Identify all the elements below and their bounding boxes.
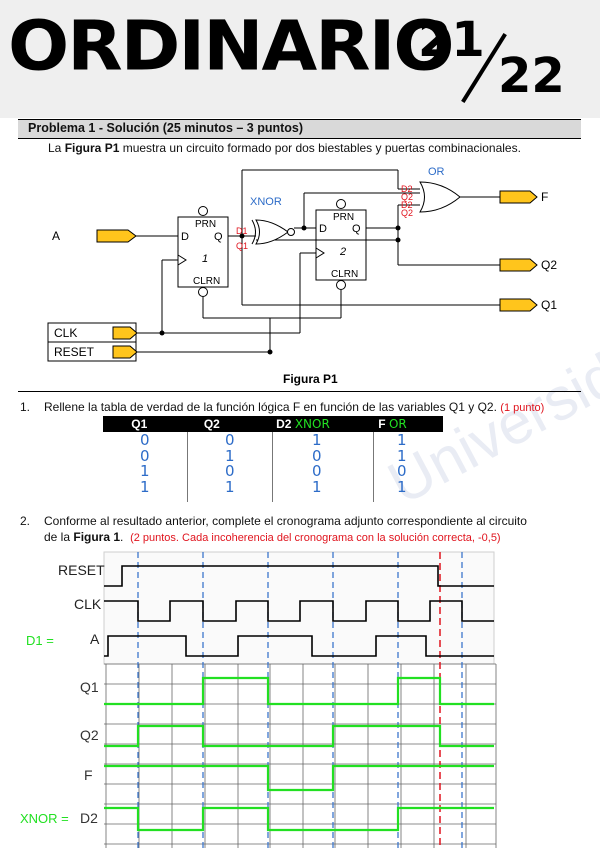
ff2-clrn: CLRN bbox=[331, 269, 358, 280]
printed-signals-panel bbox=[103, 551, 495, 665]
note-q2-top: Q2 bbox=[401, 192, 413, 202]
output-f-tag bbox=[499, 190, 538, 204]
f-wave bbox=[104, 764, 494, 792]
label-q2-signal: Q2 bbox=[80, 727, 99, 743]
tt-divider bbox=[373, 432, 374, 502]
input-a-tag bbox=[96, 229, 137, 243]
figure-caption: Figura P1 bbox=[283, 372, 338, 386]
question-1-text: Rellene la tabla de verdad de la función… bbox=[44, 400, 545, 414]
note-d2-top: D2 bbox=[401, 184, 413, 194]
year-bottom: 22 bbox=[498, 48, 565, 104]
note-or: OR bbox=[428, 166, 445, 178]
chronogram: RESET CLK A D1 = XNOR = Q1 Q2 F D2 bbox=[20, 551, 497, 848]
tt-divider bbox=[187, 432, 188, 502]
label-d2-prefix: XNOR = bbox=[20, 811, 69, 826]
reset-wave bbox=[104, 565, 494, 587]
note-d1: D1 bbox=[236, 226, 248, 236]
year-top: 21 bbox=[418, 12, 485, 68]
note-xnor: XNOR bbox=[250, 196, 282, 208]
label-q2: Q2 bbox=[541, 258, 557, 272]
ff2-d: D bbox=[319, 223, 327, 235]
tt-header-q2: Q2 bbox=[175, 416, 249, 432]
circuit-figure: A CLK RESET PRN D Q CLRN 1 PRN D Q CLRN … bbox=[47, 166, 557, 386]
question-2-number: 2. bbox=[20, 514, 31, 528]
label-a-prefix: D1 = bbox=[26, 633, 54, 648]
a-wave bbox=[104, 635, 494, 657]
label-reset-signal: RESET bbox=[58, 562, 105, 578]
ff1-q: Q bbox=[214, 231, 223, 243]
problem-intro: La Figura P1 muestra un circuito formado… bbox=[48, 141, 521, 155]
label-d2-signal: D2 bbox=[80, 810, 98, 826]
input-reset-tag bbox=[112, 345, 138, 359]
note-q1: Q1 bbox=[236, 241, 248, 251]
q2-wave bbox=[104, 724, 494, 748]
input-clk-tag bbox=[112, 326, 138, 340]
exam-title: ORDINARIO bbox=[8, 6, 455, 86]
section-divider bbox=[18, 391, 581, 392]
question-2-line2: de la Figura 1. (2 puntos. Cada incohere… bbox=[44, 530, 501, 544]
tt-divider bbox=[272, 432, 273, 502]
note-q2-side: Q2 bbox=[401, 208, 413, 218]
output-q2-tag bbox=[499, 258, 538, 272]
label-reset: RESET bbox=[54, 345, 95, 359]
ff1-clrn: CLRN bbox=[193, 276, 220, 287]
header-band bbox=[0, 0, 600, 118]
label-f-signal: F bbox=[84, 767, 93, 783]
question-2-line1: Conforme al resultado anterior, complete… bbox=[44, 514, 527, 528]
output-q1-tag bbox=[499, 298, 538, 312]
note-d2-side: D2 bbox=[401, 200, 413, 210]
ff2-num: 2 bbox=[339, 246, 346, 258]
problem-heading: Problema 1 - Solución (25 minutos – 3 pu… bbox=[28, 121, 304, 135]
label-a-signal: A bbox=[90, 631, 100, 647]
question-1-number: 1. bbox=[20, 400, 31, 414]
problem-heading-bar bbox=[18, 119, 581, 139]
ff1-prn: PRN bbox=[195, 219, 216, 230]
tt-header-q1: Q1 bbox=[103, 416, 176, 432]
tt-header-d2: D2 XNOR bbox=[248, 416, 361, 432]
label-clk: CLK bbox=[54, 326, 77, 340]
clk-wave bbox=[104, 600, 494, 622]
ff1-d: D bbox=[181, 231, 189, 243]
tt-header-f: F OR bbox=[360, 416, 443, 432]
ff2-prn: PRN bbox=[333, 212, 354, 223]
ff2-q: Q bbox=[352, 223, 361, 235]
label-clk-signal: CLK bbox=[74, 596, 102, 612]
q1-wave bbox=[104, 676, 494, 706]
truth-table: Q1 Q2 D2 XNOR F OR bbox=[103, 416, 443, 432]
d2-wave bbox=[104, 806, 494, 832]
ff1-num: 1 bbox=[202, 253, 208, 265]
label-a: A bbox=[52, 229, 60, 243]
label-q1: Q1 bbox=[541, 298, 557, 312]
label-q1-signal: Q1 bbox=[80, 679, 99, 695]
label-f: F bbox=[541, 190, 548, 204]
